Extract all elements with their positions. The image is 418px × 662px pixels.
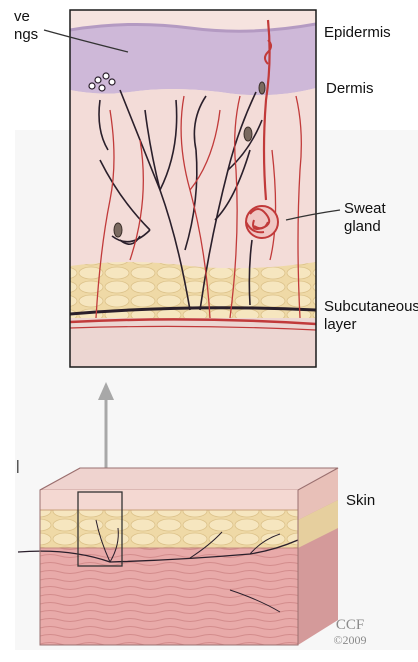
ccf-watermark: CCF ©2009 [318, 618, 382, 648]
magnified-inset [70, 10, 316, 367]
watermark-line2: ©2009 [318, 633, 382, 648]
skin-block-top [40, 468, 338, 490]
skin-block-fat [40, 510, 298, 548]
epidermis-label: Epidermis [324, 24, 391, 42]
watermark-line1: CCF [318, 618, 382, 633]
subcutaneous-label: Subcutaneous layer [324, 298, 418, 334]
nerve-endings-label: ve ngs [14, 8, 38, 44]
sweat-gland-coil [246, 206, 278, 238]
sweat-gland-label: Sweat gland [344, 200, 386, 236]
edge-mark: | [16, 457, 20, 473]
skin-block-epidermis [40, 490, 298, 510]
epidermis-layer [70, 24, 316, 95]
dermis-label: Dermis [326, 80, 374, 98]
skin-label: Skin [346, 492, 375, 510]
skin-block [18, 468, 338, 645]
dermis-layer [70, 88, 316, 268]
skin-block-muscle [40, 548, 298, 645]
